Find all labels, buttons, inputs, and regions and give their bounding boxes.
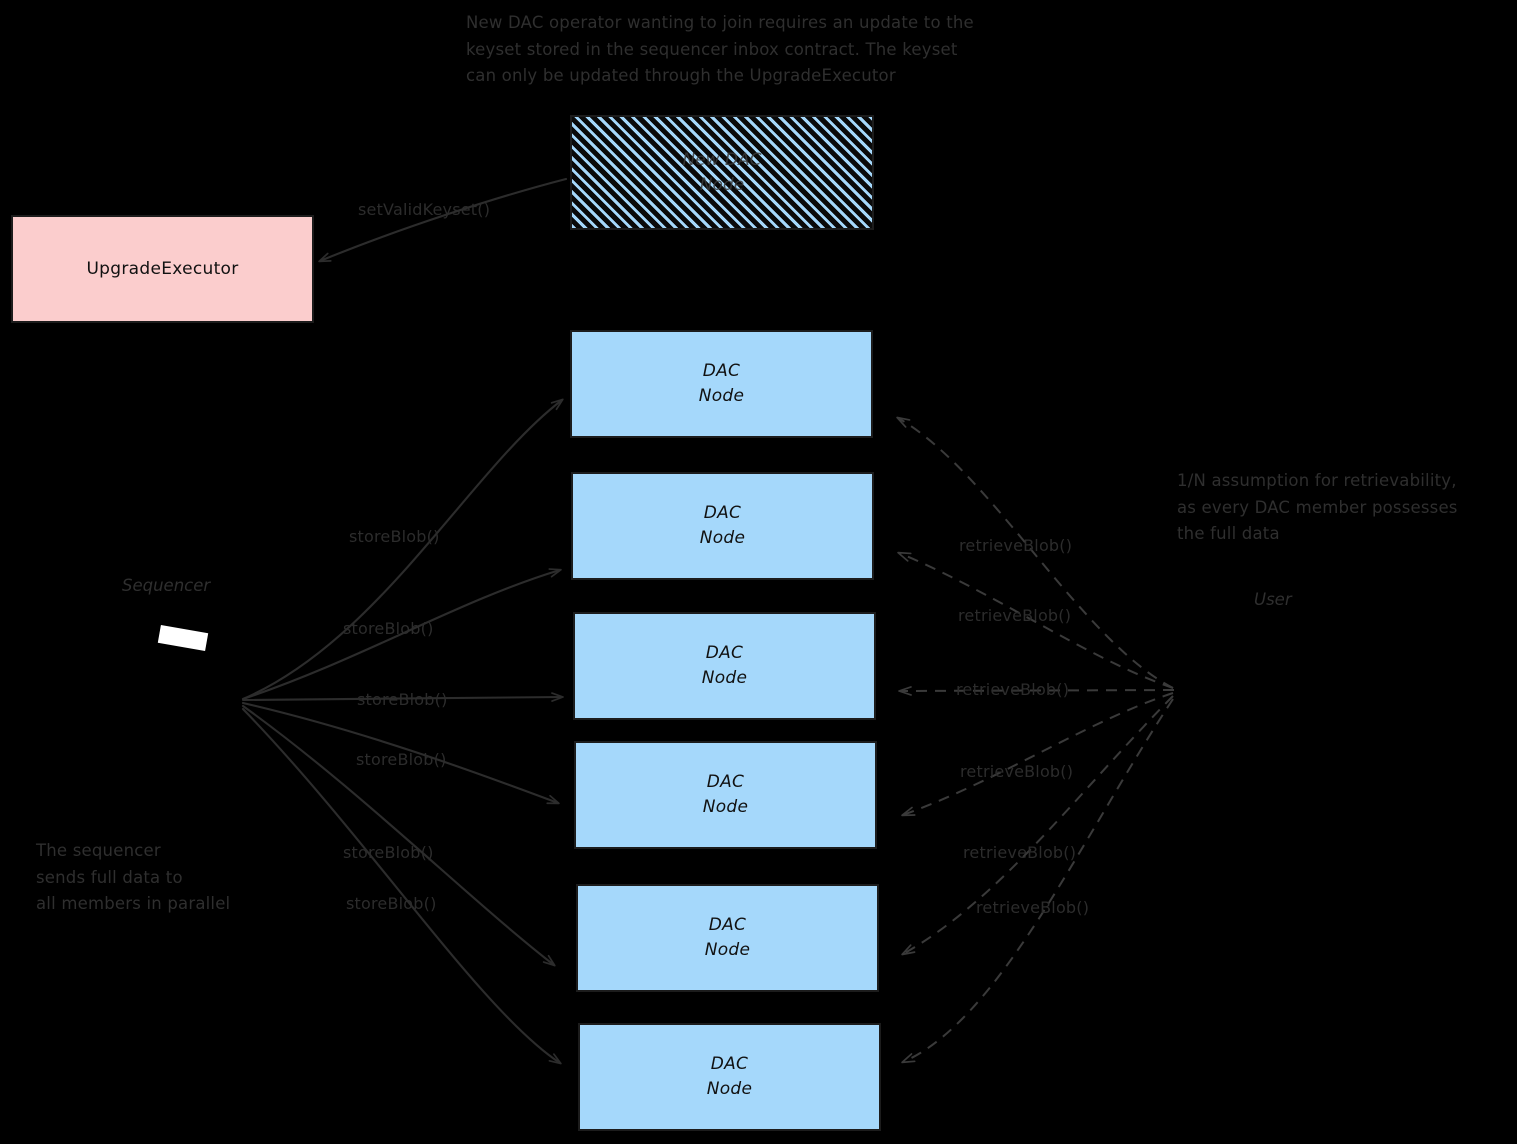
note-right: 1/N assumption for retrievability, as ev… [1177,471,1458,544]
dac-node-label-1: DAC Node [698,361,745,406]
dac-node-label-2: DAC Node [699,503,746,548]
edge-label-store-blob-1: storeBlob() [349,527,440,546]
edge-label-retrieve-blob-2: retrieveBlob() [958,606,1072,625]
edge-label-store-blob-4: storeBlob() [356,750,447,769]
upgrade-executor-label: UpgradeExecutor [86,259,239,279]
edge-label-store-blob-2: storeBlob() [343,619,434,638]
dac-node-box-3[interactable]: DAC Node [573,612,876,720]
dac-node-label-6: DAC Node [706,1054,753,1099]
edge-label-retrieve-blob-5: retrieveBlob() [963,843,1077,862]
dac-node-box-5[interactable]: DAC Node [576,884,879,992]
edge-label-retrieve-blob-3: retrieveBlob() [956,680,1070,699]
dac-node-box-1[interactable]: DAC Node [570,330,873,438]
dac-node-box-6[interactable]: DAC Node [578,1023,881,1131]
dac-node-label-5: DAC Node [704,915,751,960]
sequencer-label: Sequencer [122,576,211,595]
upgrade-executor-box[interactable]: UpgradeExecutor [11,215,314,323]
note-top: New DAC operator wanting to join require… [466,13,974,86]
edge-label-store-blob-6: storeBlob() [346,894,437,913]
edge-label-store-blob-3: storeBlob() [357,690,448,709]
new-dac-node-box[interactable]: New DAC Node [570,115,874,230]
edge-group-retrieve-blob [896,416,1175,1064]
edge-label-retrieve-blob-4: retrieveBlob() [960,762,1074,781]
dac-node-label-3: DAC Node [701,643,748,688]
edge-label-retrieve-blob-6: retrieveBlob() [976,898,1090,917]
edge-label-set-valid-keyset: setValidKeyset() [358,200,491,219]
note-bottom-left: The sequencer sends full data to all mem… [36,841,231,914]
edge-label-store-blob-5: storeBlob() [343,843,434,862]
edge-group-store-blob [241,398,564,1065]
dac-node-box-4[interactable]: DAC Node [574,741,877,849]
dac-node-box-2[interactable]: DAC Node [571,472,874,580]
new-dac-node-label: New DAC Node [682,149,762,195]
dac-node-label-4: DAC Node [702,772,749,817]
user-label: User [1254,590,1292,609]
edge-set-valid-keyset [318,177,568,263]
sequencer-icon [157,624,209,652]
edge-label-retrieve-blob-1: retrieveBlob() [959,536,1073,555]
